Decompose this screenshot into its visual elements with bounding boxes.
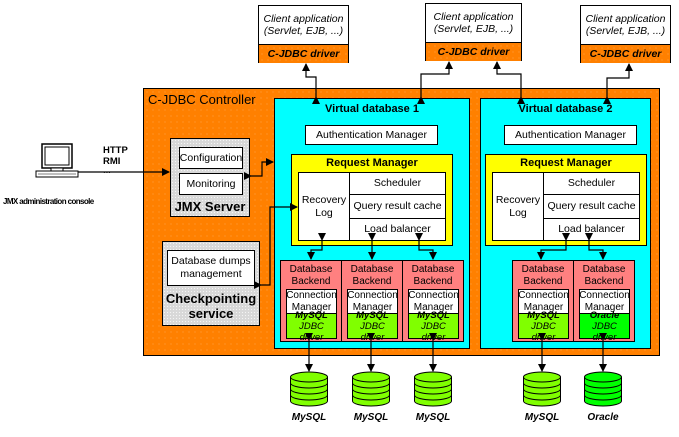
database-label: Oracle (587, 412, 619, 423)
jmx-console-label: JMX administration console (3, 197, 94, 206)
database-backend: Database Backend Connection Manager MySQ… (512, 260, 574, 343)
mysql-jdbc-driver: MySQL JDBC driver (286, 310, 337, 343)
vdb-title: Virtual database 1 (325, 103, 419, 115)
database-mysql: MySQL (351, 371, 391, 423)
load-balancer: Load balancer (364, 223, 431, 235)
connection-manager: Connection Manager (579, 289, 630, 314)
database-mysql: MySQL (289, 371, 329, 423)
query-result-cache: Query result cache (544, 195, 639, 219)
authentication-manager: Authentication Manager (305, 125, 438, 145)
client-application-1: Client application (Servlet, EJB, ...) C… (258, 5, 349, 63)
connection-manager: Connection Manager (518, 289, 569, 314)
database-cylinder-icon (523, 371, 561, 407)
database-label: MySQL (524, 412, 560, 423)
database-dumps-management: Database dumps management (167, 250, 255, 286)
controller-title: C-JDBC Controller (148, 92, 256, 107)
database-label: MySQL (353, 412, 389, 423)
database-cylinder-icon (584, 371, 622, 407)
mysql-jdbc-driver: MySQL JDBC driver (347, 310, 398, 343)
client-app-label: Client application (Servlet, EJB, ...) (585, 13, 666, 37)
recovery-log: Recovery Log (493, 173, 544, 240)
authentication-manager: Authentication Manager (504, 125, 637, 145)
virtual-database-2: Virtual database 2 Authentication Manage… (480, 98, 651, 349)
backend-title: Database Backend (289, 264, 333, 287)
request-manager: Request Manager Recovery Log Scheduler Q… (291, 154, 453, 246)
request-manager: Request Manager Recovery Log Scheduler Q… (485, 154, 647, 246)
client-application-2: Client application (Servlet, EJB, ...) C… (425, 3, 522, 61)
query-result-cache: Query result cache (350, 195, 445, 219)
database-backend: Database Backend Connection Manager MySQ… (280, 260, 342, 343)
connection-manager: Connection Manager (408, 289, 459, 314)
database-mysql: MySQL (522, 371, 562, 423)
backend-title: Database Backend (582, 264, 626, 287)
mysql-jdbc-driver: MySQL JDBC driver (408, 310, 459, 343)
request-manager-title: Request Manager (326, 157, 418, 169)
protocol-label: HTTP RMI ... (103, 145, 128, 176)
vdb-title: Virtual database 2 (518, 103, 613, 115)
connection-manager: Connection Manager (347, 289, 398, 314)
request-manager-components: Recovery Log Scheduler Query result cach… (298, 172, 446, 241)
database-oracle: Oracle (583, 371, 623, 423)
database-cylinder-icon (352, 371, 390, 407)
load-balancer: Load balancer (558, 223, 625, 235)
database-mysql: MySQL (413, 371, 453, 423)
virtual-database-1: Virtual database 1 Authentication Manage… (274, 98, 470, 349)
backend-title: Database Backend (350, 264, 394, 287)
backend-title: Database Backend (411, 264, 455, 287)
request-manager-components: Recovery Log Scheduler Query result cach… (492, 172, 640, 241)
jmx-server: Configuration Monitoring JMX Server (170, 138, 250, 217)
database-label: MySQL (415, 412, 451, 423)
scheduler: Scheduler (350, 173, 445, 195)
monitoring-box: Monitoring (179, 173, 243, 195)
client-app-label: Client application (Servlet, EJB, ...) (263, 13, 344, 37)
database-backend: Database Backend Connection Manager MySQ… (402, 260, 464, 343)
client-application-3: Client application (Servlet, EJB, ...) C… (580, 5, 671, 63)
mysql-jdbc-driver: MySQL JDBC driver (518, 310, 569, 343)
request-manager-title: Request Manager (520, 157, 612, 169)
cjdbc-driver: C-JDBC driver (426, 42, 521, 61)
computer-icon (35, 143, 79, 178)
recovery-log: Recovery Log (299, 173, 350, 240)
oracle-jdbc-driver: Oracle JDBC driver (579, 310, 630, 343)
jmx-server-title: JMX Server (174, 199, 246, 214)
client-app-label: Client application (Servlet, EJB, ...) (433, 11, 514, 35)
connection-manager: Connection Manager (286, 289, 337, 314)
backend-title: Database Backend (521, 264, 565, 287)
database-cylinder-icon (414, 371, 452, 407)
cjdbc-driver: C-JDBC driver (259, 44, 348, 63)
database-backend: Database Backend Connection Manager MySQ… (341, 260, 403, 343)
cjdbc-driver: C-JDBC driver (581, 44, 670, 63)
configuration-box: Configuration (179, 147, 243, 169)
scheduler: Scheduler (544, 173, 639, 195)
database-cylinder-icon (290, 371, 328, 407)
database-label: MySQL (291, 412, 327, 423)
checkpointing-title: Checkpointing service (165, 291, 257, 321)
checkpointing-service: Database dumps management Checkpointing … (162, 241, 260, 326)
database-backend: Database Backend Connection Manager Orac… (573, 260, 635, 343)
